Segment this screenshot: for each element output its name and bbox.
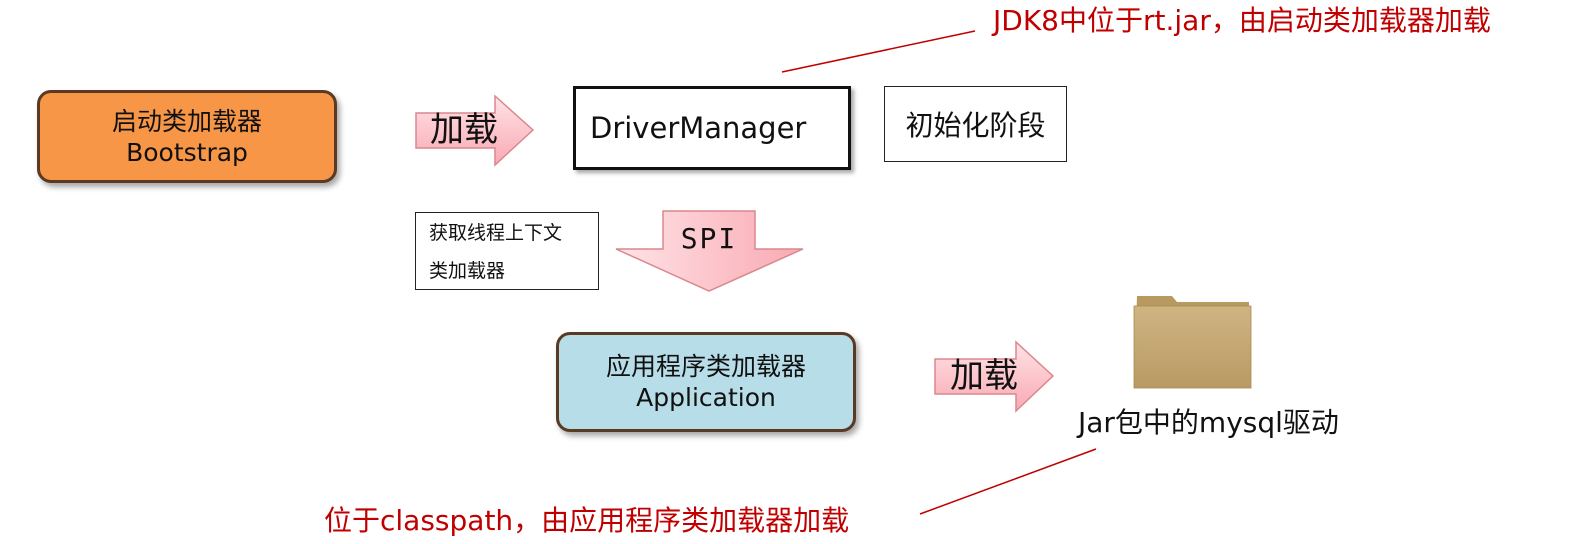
context-classloader-box: 获取线程上下文 类加载器 (415, 212, 599, 290)
driver-manager-box: DriverManager (573, 86, 851, 170)
context-classloader-line2: 类加载器 (429, 260, 506, 282)
bootstrap-classloader-box: 启动类加载器 Bootstrap (37, 90, 337, 183)
folder-icon (1133, 296, 1252, 389)
note-bottom: 位于classpath，由应用程序类加载器加载 (324, 504, 850, 537)
load-arrow-top (415, 94, 535, 167)
load-arrow-bottom (934, 340, 1055, 413)
init-phase-box: 初始化阶段 (884, 86, 1067, 162)
application-label-cn: 应用程序类加载器 (605, 352, 806, 381)
init-phase-label: 初始化阶段 (905, 109, 1046, 142)
load-arrow-top-label: 加载 (430, 110, 498, 150)
application-classloader-box: 应用程序类加载器 Application (556, 332, 856, 432)
spi-arrow-label: SPI (680, 222, 738, 255)
bootstrap-label-en: Bootstrap (126, 137, 248, 167)
spi-arrow (615, 210, 804, 292)
jar-driver-label: Jar包中的mysql驱动 (1078, 406, 1339, 439)
callout-line-top (781, 30, 976, 73)
context-classloader-line1: 获取线程上下文 (429, 222, 563, 244)
note-top: JDK8中位于rt.jar，由启动类加载器加载 (993, 4, 1491, 37)
application-label-en: Application (636, 383, 776, 412)
bootstrap-label-cn: 启动类加载器 (111, 106, 262, 136)
driver-manager-label: DriverManager (590, 111, 807, 145)
load-arrow-bottom-label: 加载 (950, 356, 1018, 396)
callout-line-bottom (919, 448, 1097, 515)
